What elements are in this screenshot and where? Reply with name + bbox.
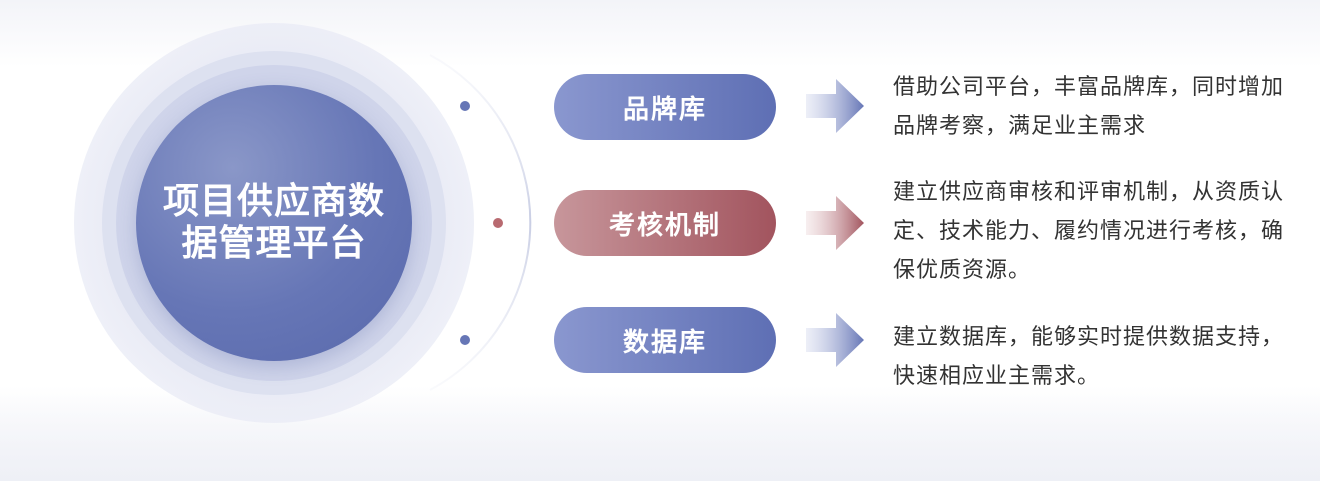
arrow-right-icon xyxy=(806,196,864,250)
pill-assessment-mechanism: 考核机制 xyxy=(554,190,776,256)
pill-brand-library: 品牌库 xyxy=(554,74,776,140)
pill-assessment-mechanism-label: 考核机制 xyxy=(608,210,721,241)
center-circle: 项目供应商数据管理平台 xyxy=(136,85,412,361)
pill-database: 数据库 xyxy=(554,307,776,373)
brand-library-description: 借助公司平台，丰富品牌库，同时增加品牌考察，满足业主需求 xyxy=(893,75,1285,139)
pill-brand-library-label: 品牌库 xyxy=(622,94,707,125)
database-description: 建立数据库，能够实时提供数据支持，快速相应业主需求。 xyxy=(893,325,1285,389)
orbit-dot-top xyxy=(460,101,470,111)
arrow-right-icon xyxy=(806,313,864,367)
orbit-dot-bottom xyxy=(460,335,470,345)
orbit-arc xyxy=(429,54,532,391)
center-title: 项目供应商数据管理平台 xyxy=(162,181,385,264)
orbit-dot-middle xyxy=(493,218,503,228)
arrow-right-icon xyxy=(806,79,864,133)
assessment-mechanism-description: 建立供应商审核和评审机制，从资质认定、技术能力、履约情况进行考核，确保优质资源。 xyxy=(893,180,1285,283)
pill-database-label: 数据库 xyxy=(622,327,707,358)
